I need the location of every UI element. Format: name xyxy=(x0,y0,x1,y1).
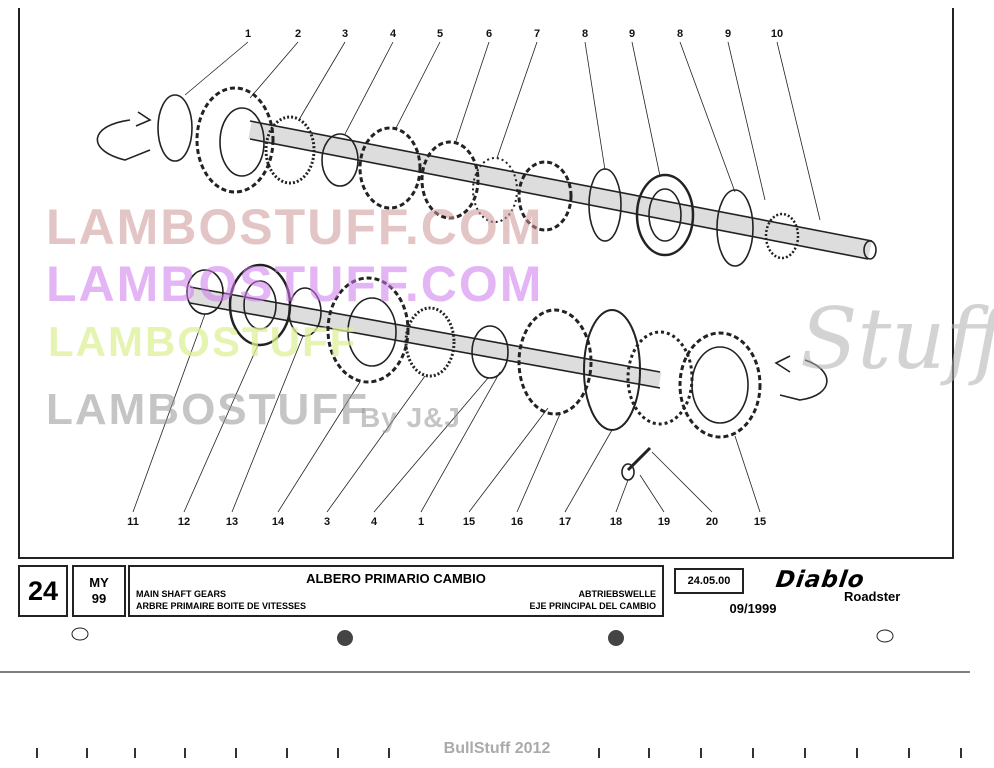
catalog-code: 24.05.00 xyxy=(674,568,744,594)
revision-date: 09/1999 xyxy=(729,601,777,616)
callout-bottom: 14 xyxy=(271,516,285,528)
lower-spacer-13 xyxy=(288,287,322,337)
callout-bottom: 13 xyxy=(225,516,239,528)
callout-bottom: 19 xyxy=(657,516,671,528)
callout-bottom: 17 xyxy=(558,516,572,528)
binder-hole-left xyxy=(71,627,89,641)
title-spanish: EJE PRINCIPAL DEL CAMBIO xyxy=(529,601,656,611)
watermark-line-1: LAMBOSTUFF.COM xyxy=(46,199,544,255)
upper-gear-2 xyxy=(195,86,275,194)
lower-synchro-15 xyxy=(678,331,762,439)
rotation-arrow-right xyxy=(779,359,828,401)
callout-bottom: 15 xyxy=(462,516,476,528)
lower-shaft-body xyxy=(188,287,662,388)
upper-shaft-outline-top xyxy=(249,120,873,242)
lower-pin-18-head xyxy=(621,463,635,481)
title-box: ALBERO PRIMARIO CAMBIO MAIN SHAFT GEARS … xyxy=(128,565,664,617)
upper-hub-7 xyxy=(472,157,518,223)
upper-gear-2-bore xyxy=(219,107,265,177)
watermark-script: Stuff xyxy=(800,290,994,388)
upper-spline-10 xyxy=(764,212,800,260)
watermark-line-3: LAMBOSTUFF xyxy=(48,318,358,365)
upper-snap-ring-1 xyxy=(157,94,193,162)
rivet-right xyxy=(608,630,624,646)
perforation-marks xyxy=(36,748,962,758)
callout-bottom: 12 xyxy=(177,516,191,528)
rotation-arrow-left-head xyxy=(135,111,152,127)
callout-bottom: 3 xyxy=(323,516,331,528)
model-year-label: MY xyxy=(89,575,109,590)
callout-bottom: 4 xyxy=(370,516,378,528)
title-block: 24 MY 99 ALBERO PRIMARIO CAMBIO MAIN SHA… xyxy=(18,565,954,617)
callout-bottom: 1 xyxy=(417,516,425,528)
lower-gear-16 xyxy=(517,308,593,416)
watermark-line-4: LAMBOSTUFF xyxy=(46,385,370,434)
sheet-number: 24 xyxy=(18,565,68,617)
lower-synchro-15-bore xyxy=(691,346,749,424)
callout-bottom: 16 xyxy=(510,516,524,528)
callout-bottom: 18 xyxy=(609,516,623,528)
upper-gear-6 xyxy=(420,140,480,220)
model-year-box: MY 99 xyxy=(72,565,126,617)
callout-top: 2 xyxy=(294,28,302,40)
upper-gear-5 xyxy=(358,126,422,210)
lower-gear-14 xyxy=(326,276,410,384)
callout-bottom: 20 xyxy=(705,516,719,528)
upper-bearing-9-inner xyxy=(648,188,682,242)
upper-circlip-8b xyxy=(716,189,754,267)
callout-top: 8 xyxy=(676,28,684,40)
callout-top: 9 xyxy=(628,28,636,40)
title-english: MAIN SHAFT GEARS xyxy=(136,589,226,599)
upper-bush-4 xyxy=(321,133,359,187)
callout-top: 7 xyxy=(533,28,541,40)
rotation-arrow-right-head xyxy=(774,355,791,373)
callout-top: 8 xyxy=(581,28,589,40)
title-french: ARBRE PRIMAIRE BOITE DE VITESSES xyxy=(136,601,307,611)
lower-shaft-outline-bottom xyxy=(189,302,661,389)
callout-top: 9 xyxy=(724,28,732,40)
upper-bearing-3 xyxy=(264,115,316,185)
upper-shaft-end xyxy=(863,240,877,260)
callout-bottom: 15 xyxy=(753,516,767,528)
callout-top: 1 xyxy=(244,28,252,40)
footer-credit: BullStuff 2012 xyxy=(443,740,551,757)
model-name: Roadster xyxy=(844,589,901,604)
lower-pin-18 xyxy=(626,446,652,472)
lower-bearing-12-inner xyxy=(243,280,277,330)
callout-top: 4 xyxy=(389,28,397,40)
title-german: ABTRIEBSWELLE xyxy=(578,589,657,599)
watermark-byline: By J&J xyxy=(360,402,461,433)
title-italian: ALBERO PRIMARIO CAMBIO xyxy=(306,571,486,586)
callout-top: 5 xyxy=(436,28,444,40)
callout-bottom: 11 xyxy=(127,516,139,528)
callout-top: 6 xyxy=(485,28,493,40)
rotation-arrow-left xyxy=(96,119,151,161)
lower-bearing-3 xyxy=(404,306,456,378)
upper-gear-7b xyxy=(517,160,573,232)
lower-shaft-outline-top xyxy=(189,286,661,373)
diagram-frame xyxy=(18,8,954,558)
lower-bush-4 xyxy=(471,325,509,379)
upper-bearing-9 xyxy=(635,173,695,257)
lower-gear-14-bore xyxy=(347,297,397,367)
watermark-line-2: LAMBOSTUFF.COM xyxy=(46,256,544,312)
model-year-value: 99 xyxy=(91,591,107,606)
binder-hole-right xyxy=(876,629,894,643)
callout-top: 10 xyxy=(770,28,784,40)
rivet-left xyxy=(337,630,353,646)
callout-top: 3 xyxy=(341,28,349,40)
